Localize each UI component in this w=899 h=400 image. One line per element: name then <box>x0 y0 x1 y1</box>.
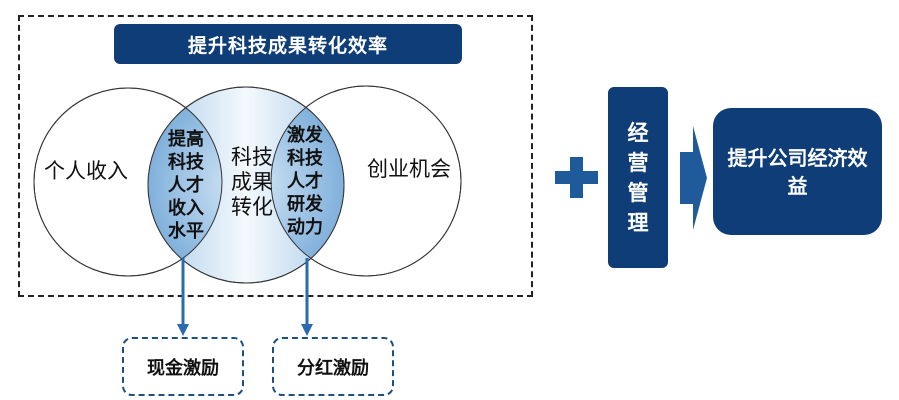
label-tech-transfer: 科技成果转化 <box>231 145 273 219</box>
result-box: 提升公司经济效益 <box>713 108 882 235</box>
label-personal-income: 个人收入 <box>44 159 128 183</box>
venn-frame <box>18 15 533 297</box>
management-box: 经营管理 <box>608 87 668 268</box>
arrow-to-cash <box>177 258 189 336</box>
cash-incentive-box: 现金激励 <box>122 337 244 396</box>
diagram-title: 提升科技成果转化效率 <box>114 24 462 64</box>
label-right-overlap: 激发科技人才研发动力 <box>287 125 323 238</box>
overlap-left <box>148 88 222 276</box>
right-arrow-icon <box>680 126 707 230</box>
circle-outline-left <box>33 87 223 277</box>
circle-outline-right <box>270 85 462 277</box>
arrow-to-dividend <box>301 258 313 336</box>
label-left-overlap: 提高科技人才收入水平 <box>168 129 204 242</box>
label-entrepreneurship: 创业机会 <box>367 157 451 181</box>
management-label: 经营管理 <box>627 120 649 235</box>
overlap-right <box>271 87 344 276</box>
circle-outline-center <box>147 86 345 284</box>
dividend-incentive-box: 分红激励 <box>272 337 394 396</box>
plus-icon <box>555 157 598 198</box>
